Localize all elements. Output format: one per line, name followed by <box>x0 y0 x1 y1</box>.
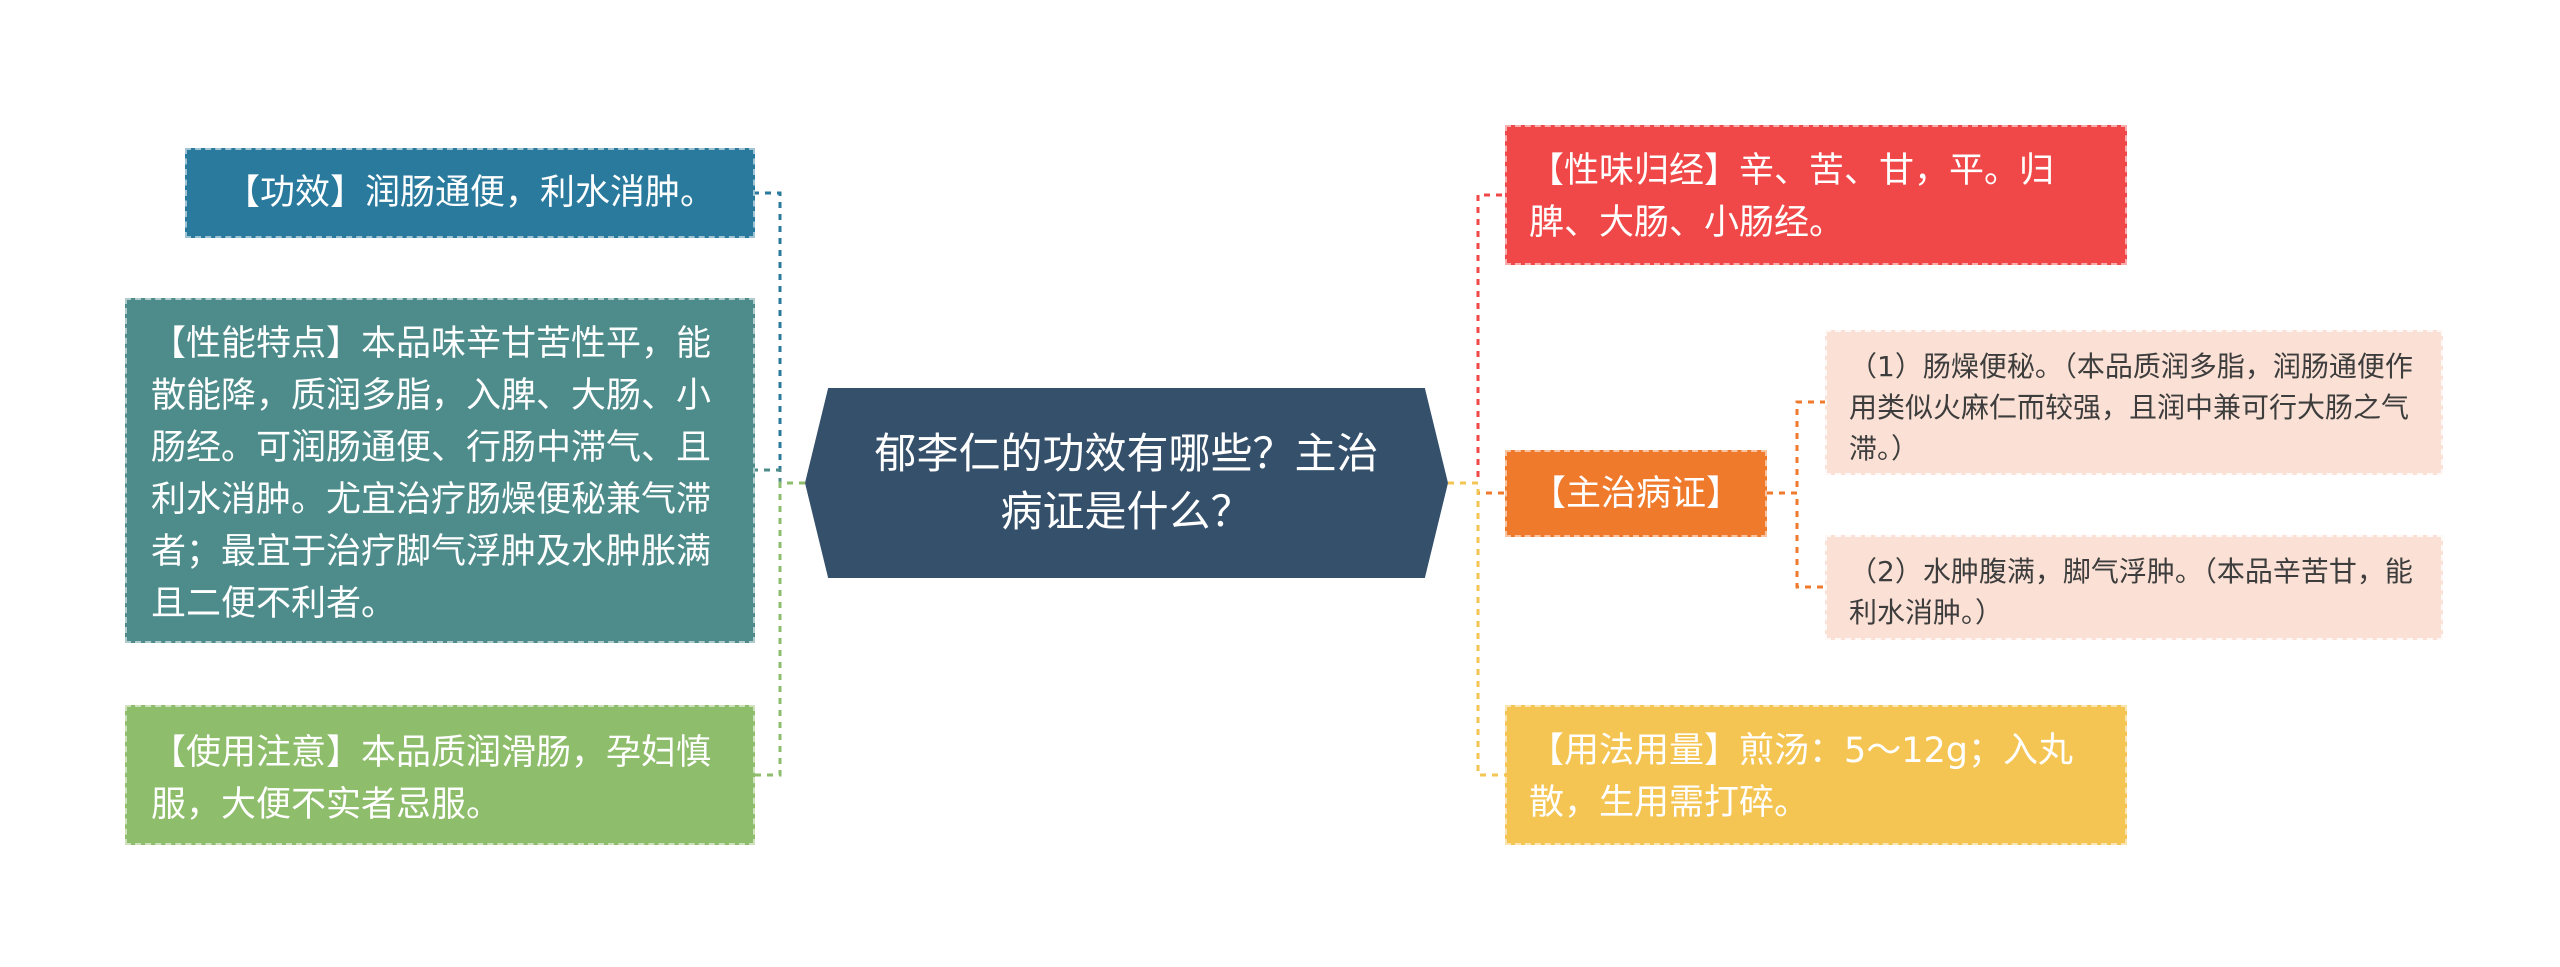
branch-zhuzhi-bingzheng[interactable]: 【主治病证】 <box>1505 450 1767 537</box>
branch-yongfa-yongliang[interactable]: 【用法用量】煎汤：5～12g；入丸散，生用需打碎。 <box>1505 705 2127 845</box>
branch-yongfa-yongliang-text: 【用法用量】煎汤：5～12g；入丸散，生用需打碎。 <box>1529 731 2074 823</box>
central-topic-text: 郁李仁的功效有哪些？主治病证是什么？ <box>874 429 1379 536</box>
central-topic[interactable]: 郁李仁的功效有哪些？主治病证是什么？ <box>805 388 1448 578</box>
connector-center-to-yongfa <box>1448 481 1505 777</box>
connector-center-to-xingwei <box>1448 193 1505 485</box>
connector-zhuzhi-to-sub2 <box>1767 491 1825 589</box>
branch-gongxiao[interactable]: 【功效】润肠通便，利水消肿。 <box>185 148 755 238</box>
sub-topic-changzao-bianmi[interactable]: （1）肠燥便秘。（本品质润多脂，润肠通便作用类似火麻仁而较强，且润中兼可行大肠之… <box>1825 330 2443 475</box>
sub-topic-shuizhong-fuman[interactable]: （2）水肿腹满，脚气浮肿。（本品辛苦甘，能利水消肿。） <box>1825 535 2443 640</box>
branch-xingwei-guijing-text: 【性味归经】辛、苦、甘，平。归脾、大肠、小肠经。 <box>1529 151 2055 243</box>
branch-zhuzhi-bingzheng-text: 【主治病证】 <box>1530 473 1741 514</box>
branch-xingneng-tedian[interactable]: 【性能特点】本品味辛甘苦性平，能散能降，质润多脂，入脾、大肠、小肠经。可润肠通便… <box>125 298 755 643</box>
connector-center-to-gongxiao <box>755 191 805 485</box>
sub-topic-changzao-bianmi-text: （1）肠燥便秘。（本品质润多脂，润肠通便作用类似火麻仁而较强，且润中兼可行大肠之… <box>1849 350 2413 465</box>
branch-xingneng-tedian-text: 【性能特点】本品味辛甘苦性平，能散能降，质润多脂，入脾、大肠、小肠经。可润肠通便… <box>151 324 712 624</box>
branch-xingwei-guijing[interactable]: 【性味归经】辛、苦、甘，平。归脾、大肠、小肠经。 <box>1505 125 2127 265</box>
connector-center-to-shiyong <box>755 481 805 777</box>
branch-shiyong-zhuyi[interactable]: 【使用注意】本品质润滑肠，孕妇慎服，大便不实者忌服。 <box>125 705 755 845</box>
branch-gongxiao-text: 【功效】润肠通便，利水消肿。 <box>224 173 715 213</box>
sub-topic-shuizhong-fuman-text: （2）水肿腹满，脚气浮肿。（本品辛苦甘，能利水消肿。） <box>1849 555 2413 629</box>
branch-shiyong-zhuyi-text: 【使用注意】本品质润滑肠，孕妇慎服，大便不实者忌服。 <box>151 733 712 825</box>
connector-zhuzhi-to-sub1 <box>1767 400 1825 495</box>
connector-center-to-xingneng <box>755 468 805 485</box>
